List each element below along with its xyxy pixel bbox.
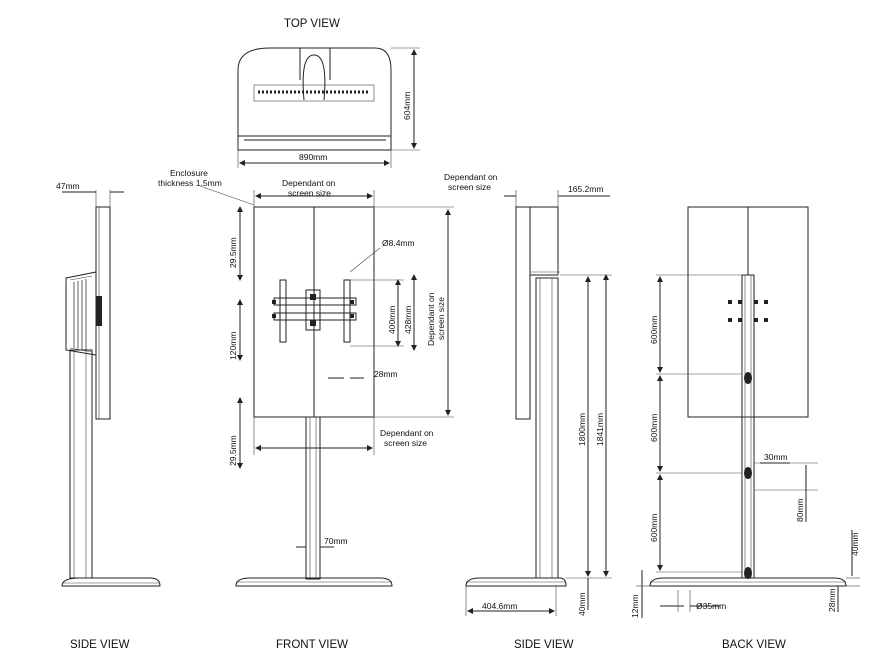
dim-front-120: 120mm [228, 332, 238, 360]
dim-side-165: 165.2mm [568, 184, 603, 194]
right-side-view-title: SIDE VIEW [514, 639, 574, 651]
dim-front-29-5-bottom: 29.5mm [228, 435, 238, 466]
dim-back-40: 40mm [850, 532, 860, 556]
dim-top-depth: 604mm [402, 92, 412, 120]
dim-side-1841: 1841mm [595, 413, 605, 446]
dim-front-right-2: screen size [436, 297, 446, 340]
dim-front-28: 28mm [374, 369, 398, 379]
dim-side-width: 47mm [56, 181, 80, 191]
left-side-view-title: SIDE VIEW [70, 639, 130, 651]
dim-side-top-1: Dependant on [444, 172, 498, 182]
dim-side-1800: 1800mm [577, 413, 587, 446]
dim-back-12: 12mm [630, 594, 640, 618]
dim-enclosure-2: thickness 1.5mm [158, 178, 222, 188]
dim-hole: Ø8.4mm [382, 238, 415, 248]
dim-front-top-1: Dependant on [282, 178, 336, 188]
dim-front-400: 400mm [387, 306, 397, 334]
dim-front-428: 428mm [403, 306, 413, 334]
dim-top-width: 890mm [299, 152, 327, 162]
dim-back-600-a: 600mm [649, 316, 659, 344]
dim-back-600-c: 600mm [649, 514, 659, 542]
front-view-title: FRONT VIEW [276, 639, 348, 651]
dim-back-28: 28mm [827, 588, 837, 612]
dim-side-404: 404.6mm [482, 601, 517, 611]
back-view-title: BACK VIEW [722, 639, 786, 651]
dim-front-70: 70mm [324, 536, 348, 546]
dim-front-right-1: Dependant on [426, 292, 436, 346]
dim-front-29-5-top: 29.5mm [228, 237, 238, 268]
dimension-labels: 604mm 890mm 47mm Enclosure thickness 1.5… [56, 92, 860, 618]
back-view [636, 206, 860, 618]
left-side-view [61, 190, 161, 587]
dim-back-30: 30mm [764, 452, 788, 462]
dim-enclosure-1: Enclosure [170, 168, 208, 178]
dim-side-40: 40mm [577, 592, 587, 616]
dim-front-top-2: screen size [288, 188, 331, 198]
front-view [199, 185, 454, 587]
dim-back-600-b: 600mm [649, 414, 659, 442]
dim-back-80: 80mm [795, 498, 805, 522]
top-view [237, 47, 420, 168]
dim-front-bottom-2: screen size [384, 438, 427, 448]
view-titles: TOP VIEW SIDE VIEW FRONT VIEW SIDE VIEW … [70, 18, 786, 651]
top-view-title: TOP VIEW [284, 18, 340, 30]
dim-side-top-2: screen size [448, 182, 491, 192]
dim-back-35: Ø35mm [696, 601, 726, 611]
dim-front-bottom-1: Dependant on [380, 428, 434, 438]
right-side-view [465, 190, 612, 616]
